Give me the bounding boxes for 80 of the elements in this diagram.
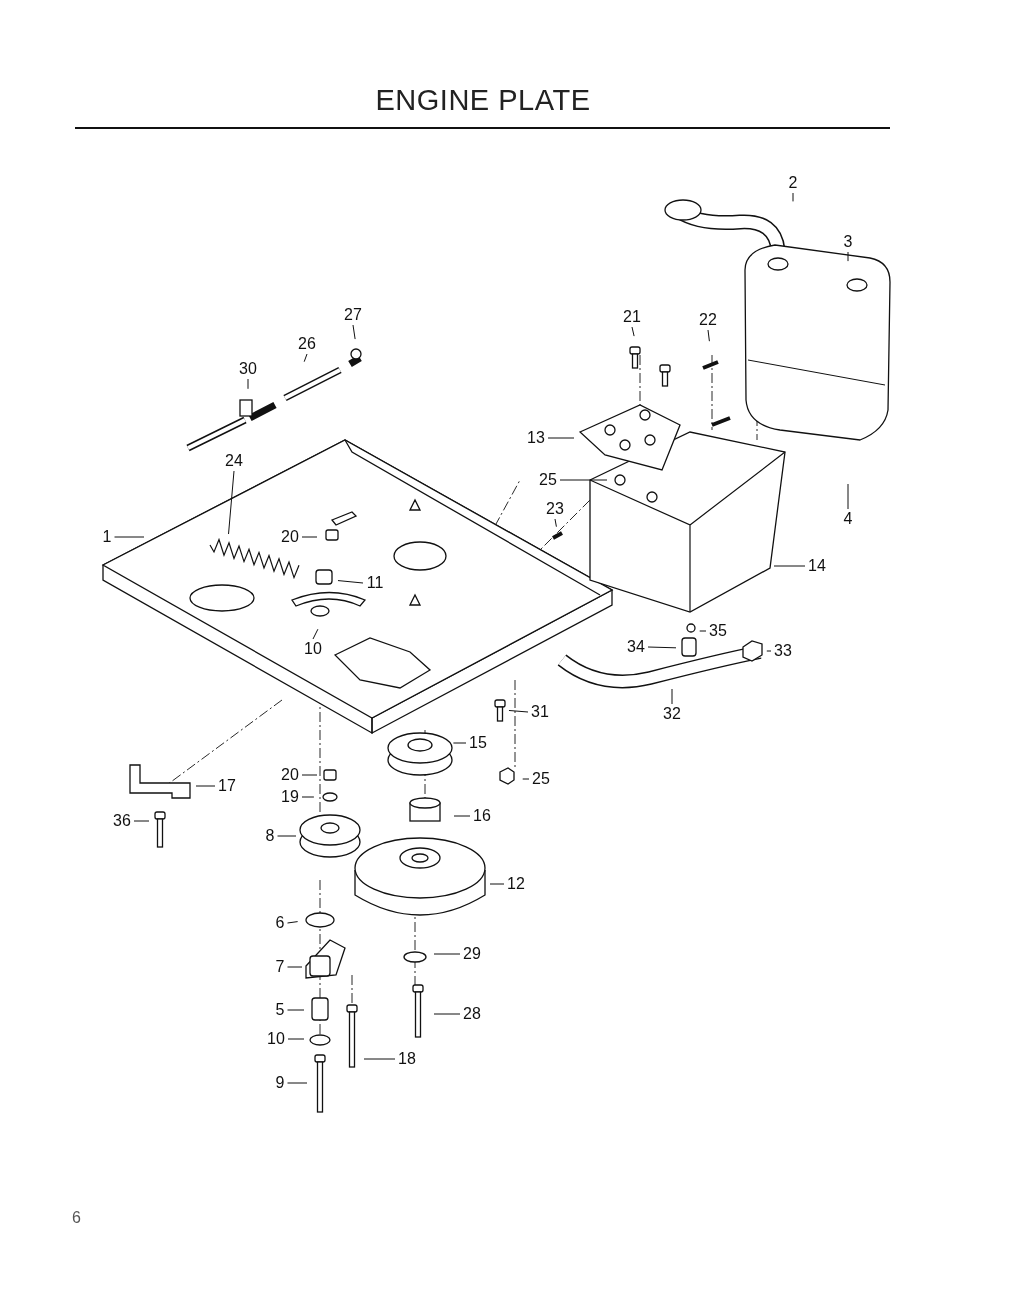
leader-line	[337, 580, 364, 584]
leader-line	[671, 688, 673, 705]
callout-number: 33	[773, 643, 793, 659]
callout-number: 7	[274, 959, 286, 975]
leader-line	[301, 774, 318, 776]
leader-line	[363, 1058, 396, 1060]
leader-line	[277, 835, 297, 837]
leader-line	[792, 192, 794, 202]
callout-number: 8	[264, 828, 276, 844]
leader-line	[554, 518, 557, 528]
leader-line	[133, 820, 150, 822]
leader-line	[433, 953, 461, 955]
leader-line	[631, 326, 635, 337]
leader-line	[287, 921, 299, 924]
leader-line	[247, 378, 249, 390]
leader-line	[195, 785, 216, 787]
callout-number: 5	[274, 1002, 286, 1018]
leader-line	[847, 483, 849, 510]
leader-line	[847, 251, 849, 262]
leader-line	[766, 650, 772, 652]
leader-line	[453, 815, 471, 817]
callout-number: 4	[842, 511, 854, 527]
callout-number: 28	[462, 1006, 482, 1022]
callout-number: 10	[303, 641, 323, 657]
callout-number: 2	[787, 175, 799, 191]
callout-number: 26	[297, 336, 317, 352]
callout-number: 29	[462, 946, 482, 962]
callout-number: 18	[397, 1051, 417, 1067]
callout-number: 11	[365, 575, 385, 591]
callout-number: 25	[531, 771, 551, 787]
leader-line	[228, 470, 235, 535]
leader-line	[489, 883, 505, 885]
callout-number: 9	[274, 1075, 286, 1091]
callout-number: 17	[217, 778, 237, 794]
leader-line	[707, 329, 710, 342]
callout-number: 22	[698, 312, 718, 328]
callout-number: 34	[626, 639, 646, 655]
callout-number: 25	[538, 472, 558, 488]
leader-line	[287, 966, 303, 968]
leader-line	[287, 1009, 305, 1011]
callout-number: 32	[662, 706, 682, 722]
leader-line	[699, 630, 707, 632]
callout-number: 14	[807, 558, 827, 574]
callout-number: 21	[622, 309, 642, 325]
leader-line	[547, 437, 575, 439]
leader-line	[301, 796, 315, 798]
callout-number: 19	[280, 789, 300, 805]
callout-number: 10	[266, 1031, 286, 1047]
page-number: 6	[72, 1209, 81, 1227]
leader-line	[312, 628, 319, 640]
callout-number: 23	[545, 501, 565, 517]
leader-line	[647, 646, 677, 649]
callout-number: 31	[530, 704, 550, 720]
callout-number: 35	[708, 623, 728, 639]
callout-number: 20	[280, 529, 300, 545]
callout-number: 16	[472, 808, 492, 824]
callout-number: 30	[238, 361, 258, 377]
callout-number: 6	[274, 915, 286, 931]
callout-number: 15	[468, 735, 488, 751]
leader-line	[508, 710, 529, 713]
callout-number: 24	[224, 453, 244, 469]
leader-line	[352, 324, 356, 340]
callout-number: 20	[280, 767, 300, 783]
leader-line	[287, 1038, 305, 1040]
leader-line	[773, 565, 806, 567]
callout-number: 12	[506, 876, 526, 892]
leader-line	[433, 1013, 461, 1015]
leader-line	[287, 1082, 308, 1084]
leader-line	[301, 536, 318, 538]
callout-number: 13	[526, 430, 546, 446]
page-title: ENGINE PLATE	[374, 84, 592, 117]
callout-number: 27	[343, 307, 363, 323]
leader-line	[559, 479, 608, 481]
callout-number: 3	[842, 234, 854, 250]
callout-number: 1	[101, 529, 113, 545]
leader-line	[303, 353, 308, 363]
leader-line	[452, 742, 467, 744]
leader-line	[114, 536, 145, 538]
callout-number: 36	[112, 813, 132, 829]
leader-line	[522, 778, 530, 780]
